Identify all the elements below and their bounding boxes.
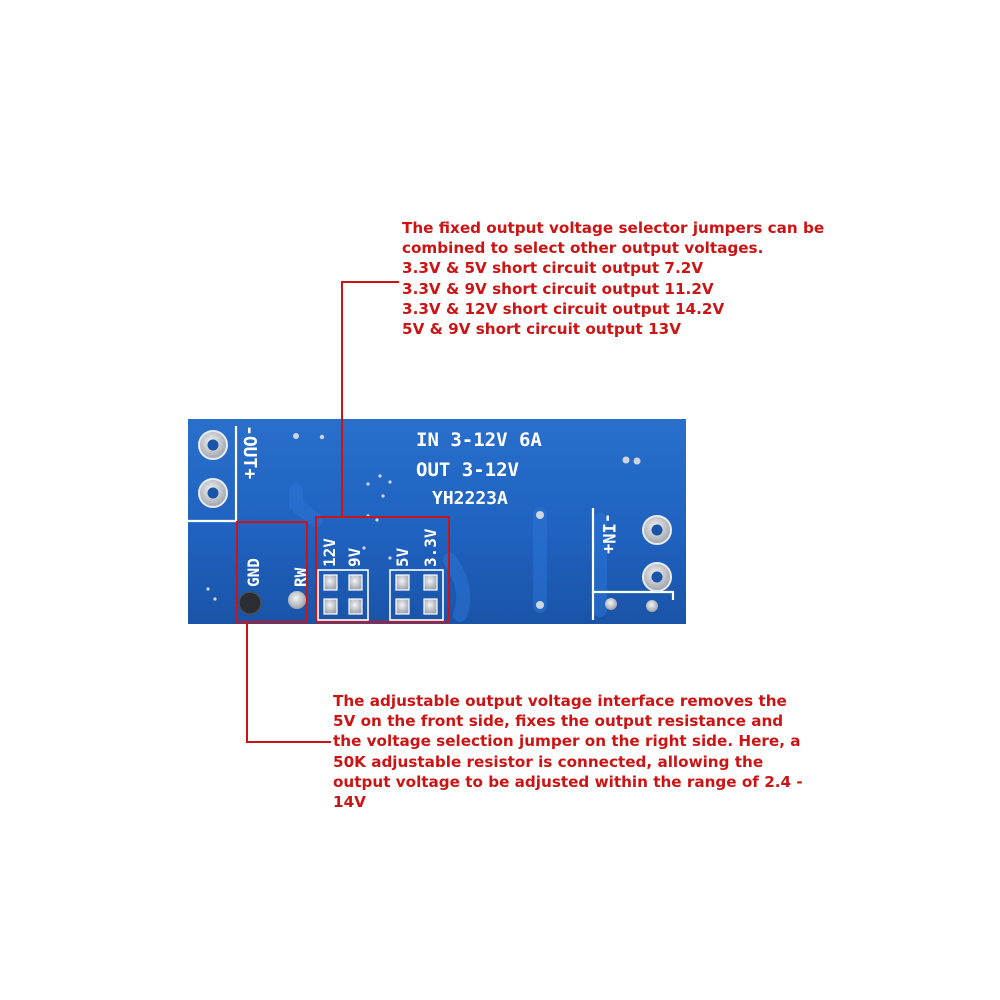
note-line: the voltage selection jumper on the righ…	[333, 732, 801, 751]
gnd-label: GND	[244, 558, 263, 587]
pcb-vias	[206, 433, 641, 609]
gnd-pad	[238, 591, 262, 615]
board-input-spec: IN 3-12V 6A	[416, 429, 542, 451]
bottom-callout-leader	[246, 622, 331, 743]
note-line: The adjustable output voltage interface …	[333, 692, 787, 710]
jumper-9v-label: 9V	[345, 547, 364, 567]
jumper-pads	[323, 574, 438, 615]
note-line: 14V	[333, 793, 366, 812]
gnd-rw-callout-box	[236, 521, 308, 623]
board-model: YH2223A	[432, 488, 508, 509]
note-line: combined to select other output voltages…	[402, 239, 764, 258]
in-terminal-pads	[605, 515, 672, 612]
board-output-spec: OUT 3-12V	[416, 459, 519, 481]
note-line: 5V & 9V short circuit output 13V	[402, 320, 681, 339]
jumper-3v3-label: 3.3V	[421, 528, 440, 567]
note-line: The fixed output voltage selector jumper…	[402, 219, 825, 237]
note-line: 5V on the front side, fixes the output r…	[333, 712, 784, 731]
in-terminal-label: -IN+	[598, 513, 618, 554]
rw-label: RW	[291, 567, 310, 587]
silkscreen-text: IN 3-12V 6A OUT 3-12V YH2223A -OUT+ -IN+…	[239, 425, 618, 587]
rw-pad	[288, 591, 306, 609]
note-line: output voltage to be adjusted within the…	[333, 772, 803, 791]
jumper-12v-label: 12V	[320, 538, 339, 567]
jumper-callout-box	[315, 516, 450, 623]
note-line: 3.3V & 9V short circuit output 11.2V	[402, 279, 714, 298]
note-line: 50K adjustable resistor is connected, al…	[333, 752, 764, 771]
top-callout-leader	[341, 281, 399, 517]
out-terminal-pads	[198, 430, 228, 508]
note-line: 3.3V & 12V short circuit output 14.2V	[402, 299, 725, 318]
pcb-traces	[289, 483, 607, 622]
jumper-combination-note: The fixed output voltage selector jumper…	[402, 218, 824, 339]
callout-markers	[236, 281, 450, 743]
note-line: 3.3V & 5V short circuit output 7.2V	[402, 259, 704, 278]
adjustable-output-note: The adjustable output voltage interface …	[333, 691, 803, 812]
out-terminal-label: -OUT+	[239, 425, 260, 479]
jumper-5v-label: 5V	[393, 547, 412, 567]
